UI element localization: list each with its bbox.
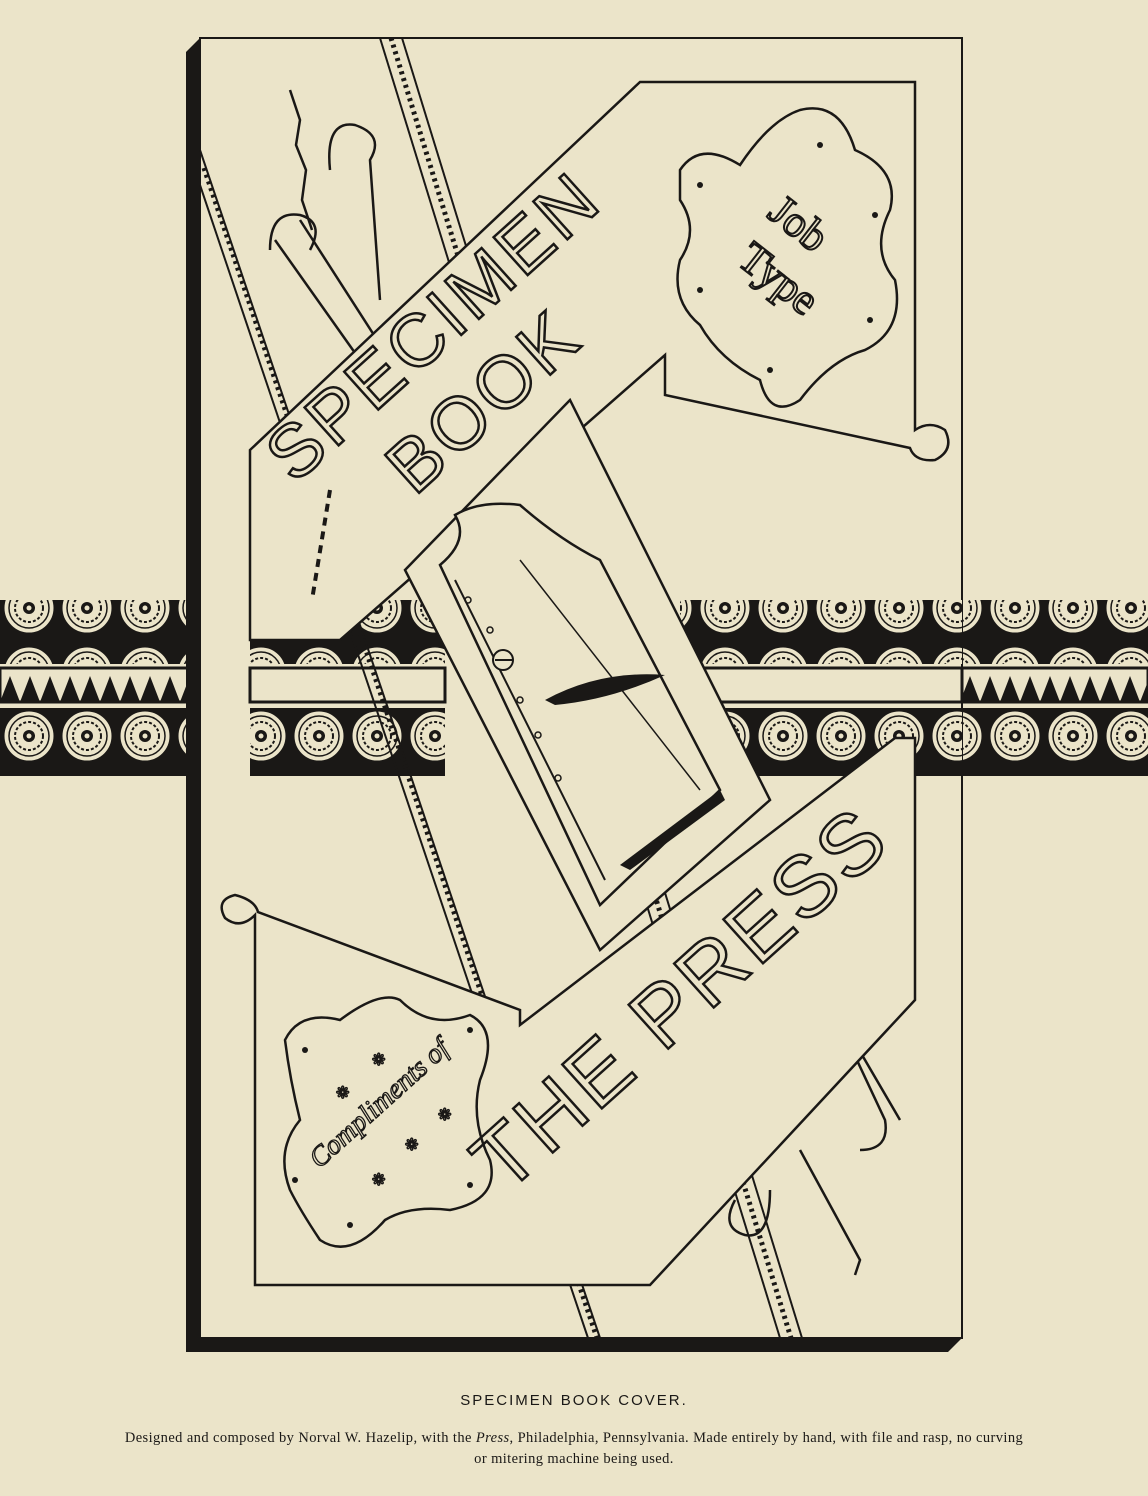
svg-text:❋: ❋ bbox=[336, 1083, 349, 1102]
dashed-stroke bbox=[310, 489, 332, 601]
job-type-seal: Job Type bbox=[676, 107, 899, 408]
caption-publication: Press bbox=[475, 1430, 510, 1446]
svg-text:❋: ❋ bbox=[372, 1050, 385, 1069]
cover-artwork: Job Type SPECIMEN BOOK bbox=[0, 37, 1148, 1352]
caption-credit-prefix: Designed and composed by Norval W. Hazel… bbox=[124, 1430, 472, 1446]
svg-text:❋: ❋ bbox=[372, 1170, 385, 1189]
composing-stick bbox=[403, 397, 772, 953]
svg-text:❋: ❋ bbox=[405, 1135, 418, 1154]
svg-text:❋: ❋ bbox=[438, 1105, 451, 1124]
compliments-seal: ❋ ❋ ❋ ❋ ❋ Compliments of bbox=[283, 996, 493, 1248]
caption-body: Designed and composed by Norval W. Hazel… bbox=[120, 1428, 1028, 1470]
caption-title: SPECIMEN BOOK COVER. bbox=[460, 1392, 688, 1409]
caption-credit-suffix: , Philadelphia, Pennsylvania. Made entir… bbox=[474, 1430, 1024, 1467]
